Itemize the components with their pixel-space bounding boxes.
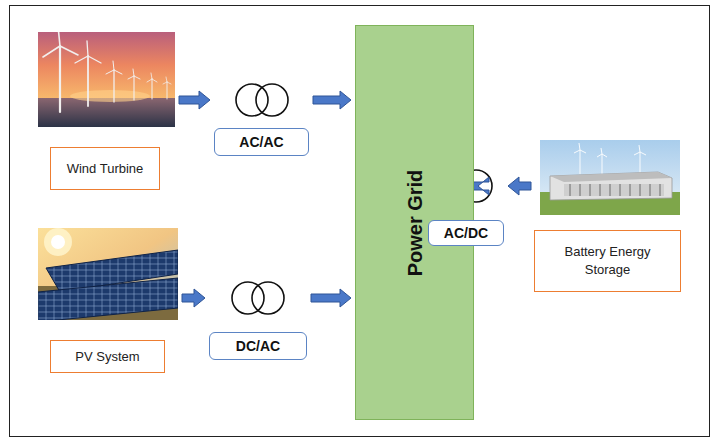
flow-arrow bbox=[182, 289, 205, 307]
node-label: Battery Energy Storage bbox=[555, 243, 660, 278]
flow-arrow bbox=[311, 289, 351, 307]
converter-node: AC/AC bbox=[214, 80, 309, 156]
node-label: AC/DC bbox=[444, 225, 488, 241]
flow-arrow bbox=[313, 91, 351, 109]
node-label: AC/AC bbox=[239, 134, 283, 150]
label-box: DC/AC bbox=[209, 332, 307, 360]
label-box: PV System bbox=[50, 340, 165, 373]
flow-arrow bbox=[179, 91, 210, 109]
converter-node: DC/AC bbox=[209, 278, 307, 360]
flow-arrow bbox=[508, 177, 531, 195]
wind-photo bbox=[38, 32, 175, 127]
node-label: Wind Turbine bbox=[67, 160, 144, 178]
transformer-symbol bbox=[236, 84, 288, 116]
label-box: AC/AC bbox=[214, 128, 309, 156]
battery-photo bbox=[540, 140, 680, 215]
wind-node: Wind Turbine bbox=[38, 32, 175, 190]
label-box: Wind Turbine bbox=[50, 147, 160, 190]
node-label: PV System bbox=[75, 348, 139, 366]
label-box: AC/DC bbox=[428, 220, 504, 246]
battery-node: Battery Energy Storage bbox=[535, 140, 680, 292]
grid-label: Power Grid bbox=[403, 169, 426, 276]
node-label: DC/AC bbox=[236, 338, 280, 354]
converter-node: AC/DC bbox=[428, 168, 504, 246]
pv-photo bbox=[38, 228, 178, 320]
label-box: Battery Energy Storage bbox=[534, 230, 681, 292]
pv-node: PV System bbox=[38, 228, 178, 373]
transformer-symbol bbox=[232, 282, 284, 314]
frame bbox=[10, 6, 710, 437]
